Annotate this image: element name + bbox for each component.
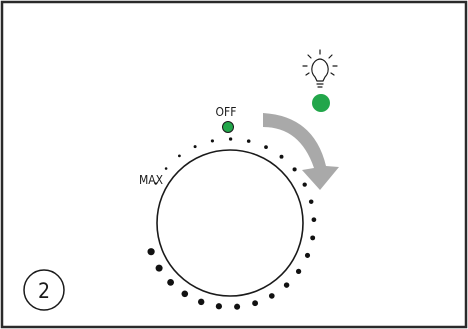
dial-dot: [164, 167, 168, 170]
dial-dot: [302, 182, 307, 187]
dial-dot: [167, 278, 175, 286]
dial-dot: [295, 268, 302, 275]
step-number: 2: [38, 279, 50, 303]
dial-dot: [279, 154, 284, 159]
dial-dot: [181, 290, 189, 298]
dial-dots: [147, 137, 317, 310]
dial-dot: [308, 199, 314, 204]
off-indicator-dot: [222, 121, 234, 133]
dial-dot: [292, 167, 297, 172]
dial-dot: [311, 217, 317, 223]
clockwise-arrow-icon: [263, 113, 339, 190]
dial-dot: [147, 248, 155, 256]
dial-dot: [283, 282, 290, 288]
dial-dot: [197, 298, 205, 306]
dial-dot: [215, 303, 223, 310]
step-number-badge: [23, 269, 65, 311]
max-label: MAX: [139, 173, 164, 187]
dial-dot: [234, 303, 241, 310]
off-label: OFF: [216, 105, 237, 119]
dial-dot: [310, 235, 316, 241]
lamp-indicator-light: [312, 94, 330, 112]
dial-dot: [154, 182, 157, 185]
light-bulb-icon: [302, 49, 338, 88]
dial-dot: [264, 145, 268, 149]
dial-dot: [252, 300, 259, 307]
dial-dot: [268, 293, 275, 299]
dial-dot: [210, 139, 214, 143]
dial-dot: [304, 252, 311, 258]
dial-dot: [193, 145, 197, 149]
dial-dot: [246, 139, 251, 143]
dial-dot: [228, 137, 233, 141]
dial-dot: [155, 264, 163, 272]
dial-knob[interactable]: [156, 149, 304, 297]
dial-dot: [178, 154, 181, 158]
